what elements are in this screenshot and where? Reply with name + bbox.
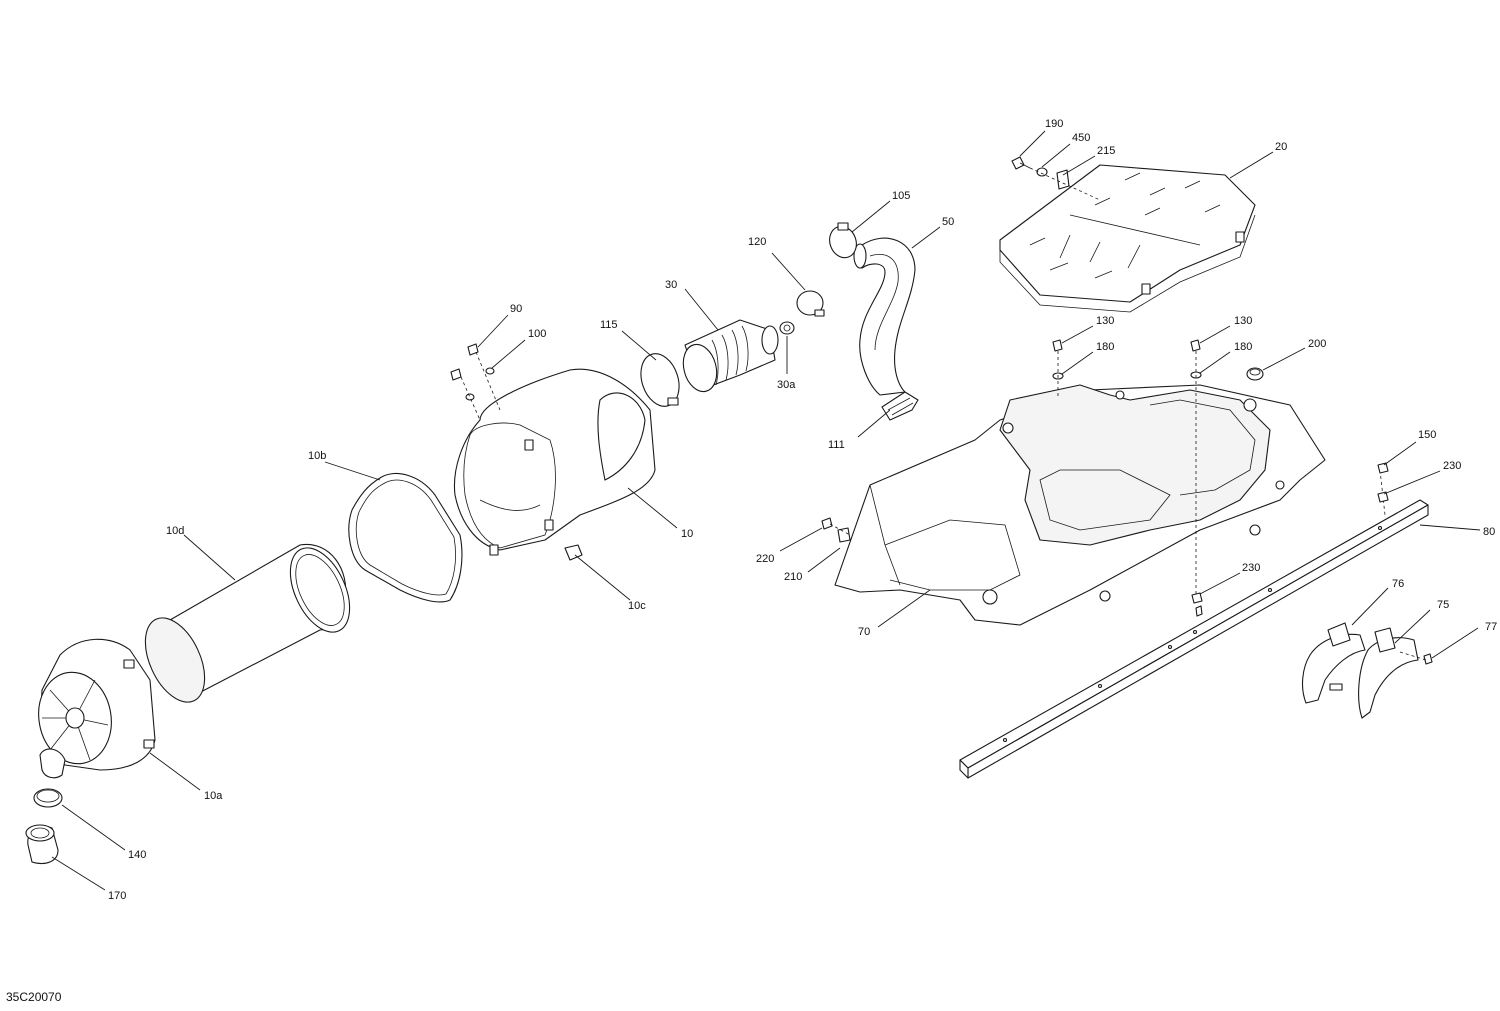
callout-130-right: 130 <box>1234 315 1252 327</box>
part-30a-nut <box>779 321 795 335</box>
callout-80: 80 <box>1483 526 1495 538</box>
part-210-nut <box>837 527 851 543</box>
callout-210: 210 <box>784 571 802 583</box>
part-100-washer <box>465 367 495 401</box>
callout-10: 10 <box>681 528 693 540</box>
part-170-sleeve <box>25 824 59 865</box>
part-10a-cap <box>38 638 156 779</box>
part-150-screw <box>1377 462 1389 474</box>
part-220-screw <box>821 517 833 530</box>
part-130-screw <box>1052 339 1201 352</box>
callout-220: 220 <box>756 553 774 565</box>
callout-150: 150 <box>1418 429 1436 441</box>
callout-50: 50 <box>942 216 954 228</box>
callout-111: 111 <box>828 439 845 451</box>
callout-10d: 10d <box>166 525 184 537</box>
part-115-clamp <box>640 353 680 407</box>
part-111-adapter <box>881 391 919 421</box>
callout-90: 90 <box>510 303 522 315</box>
callout-10a: 10a <box>204 790 223 802</box>
part-50-hose <box>853 237 916 396</box>
part-10-housing <box>453 368 656 556</box>
part-76-bracket <box>1301 622 1366 704</box>
callout-76: 76 <box>1392 578 1404 590</box>
callout-75: 75 <box>1437 599 1449 611</box>
part-10b-gasket <box>348 472 463 603</box>
callout-180-left: 180 <box>1096 341 1114 353</box>
part-90-bolt <box>450 343 479 381</box>
part-140-clamp <box>33 788 63 808</box>
part-230-nut <box>1191 491 1389 604</box>
leader-lines <box>51 130 1481 891</box>
callout-230-top: 230 <box>1443 460 1461 472</box>
part-10c-clip <box>564 544 583 561</box>
callout-30: 30 <box>665 279 677 291</box>
part-200-grommet <box>1246 367 1264 381</box>
part-120-clamp <box>796 290 825 317</box>
callout-115: 115 <box>600 319 618 331</box>
part-10d-filter <box>144 543 351 703</box>
callout-180-right: 180 <box>1234 341 1252 353</box>
callout-10b: 10b <box>308 450 326 462</box>
part-20-cover <box>999 164 1256 313</box>
callout-77: 77 <box>1485 621 1497 633</box>
part-70-base <box>834 384 1326 626</box>
callout-130-left: 130 <box>1096 315 1114 327</box>
callout-190: 190 <box>1045 118 1063 130</box>
part-190-bolt <box>1011 156 1031 170</box>
part-450-washer <box>1036 167 1048 177</box>
callout-30a: 30a <box>777 379 796 391</box>
drawing-code: 35C20070 <box>6 990 62 1004</box>
part-77-screw <box>1423 653 1433 665</box>
part-105-clamp <box>829 222 857 259</box>
part-75-bracket <box>1329 627 1419 719</box>
callout-140: 140 <box>128 849 146 861</box>
callout-120: 120 <box>748 236 766 248</box>
callout-70: 70 <box>858 626 870 638</box>
part-30-intake-boot <box>682 319 779 393</box>
callout-100: 100 <box>528 328 546 340</box>
callout-105: 105 <box>892 190 910 202</box>
part-180-washer <box>1052 371 1202 380</box>
callout-labels: 190 450 215 20 105 50 120 30 30a 115 90 … <box>108 118 1497 902</box>
callout-170: 170 <box>108 890 126 902</box>
callout-20: 20 <box>1275 141 1287 153</box>
callout-10c: 10c <box>628 600 646 612</box>
part-80-rail <box>959 499 1429 779</box>
callout-450: 450 <box>1072 132 1090 144</box>
callout-230-bottom: 230 <box>1242 562 1260 574</box>
callout-200: 200 <box>1308 338 1326 350</box>
callout-215: 215 <box>1097 145 1115 157</box>
